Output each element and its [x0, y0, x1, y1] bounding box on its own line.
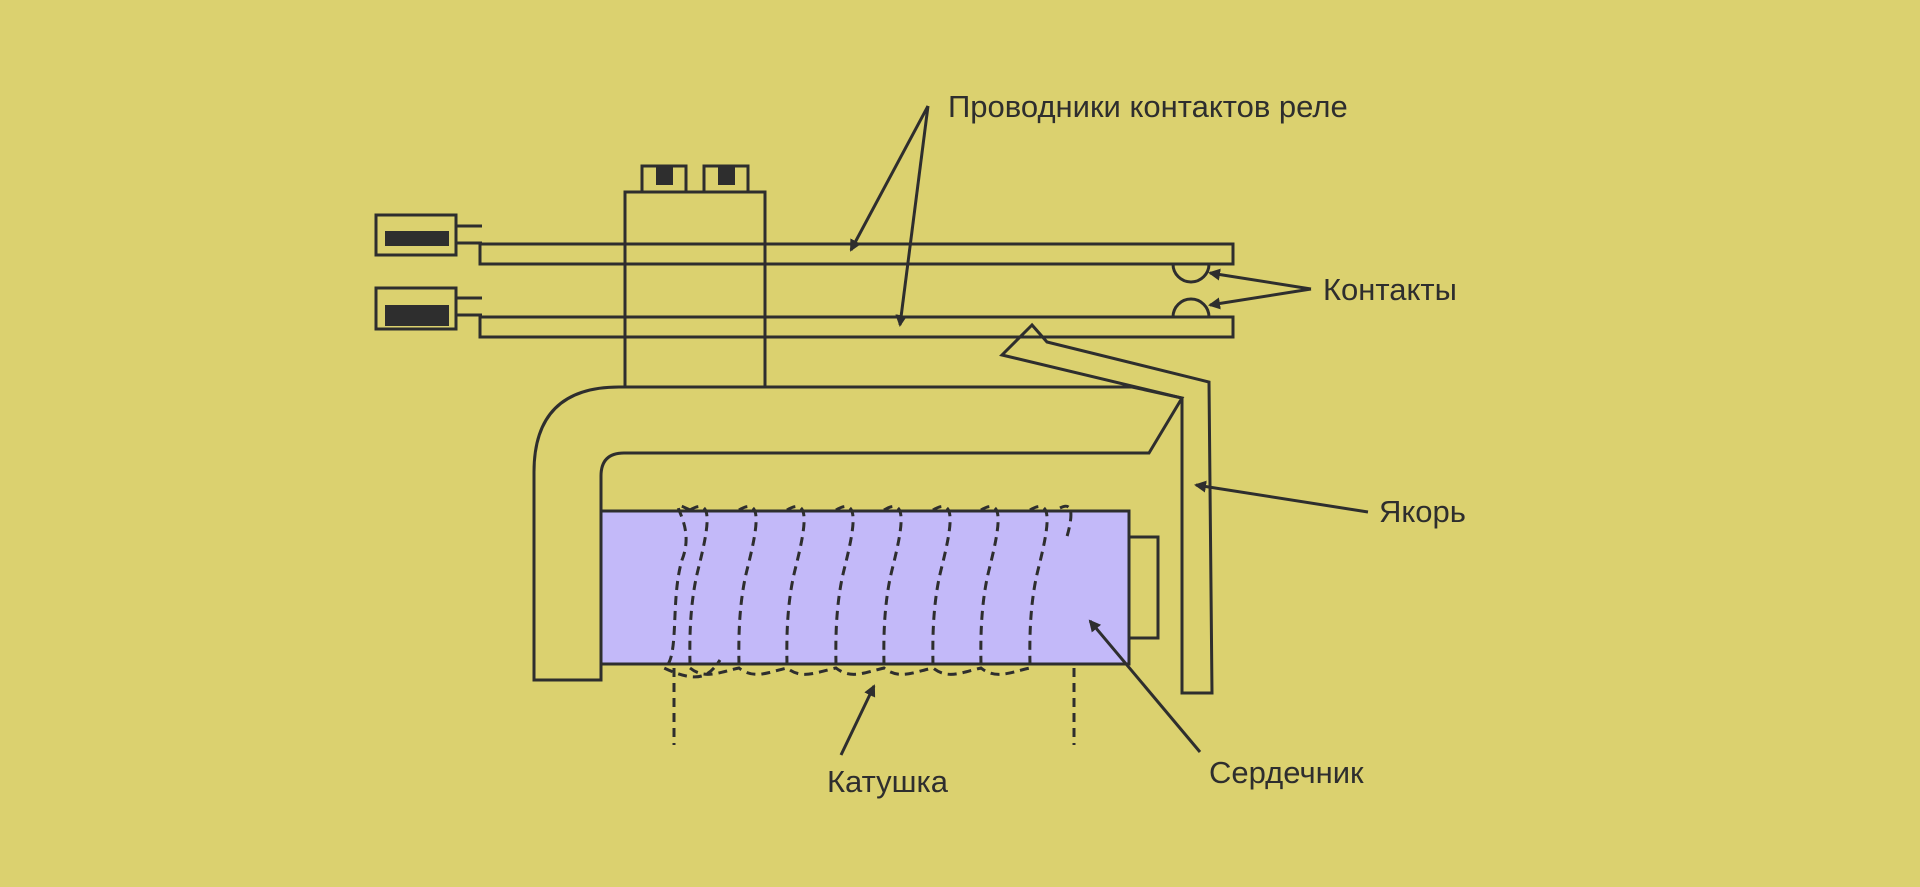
coil-winding-bottom — [689, 666, 1031, 676]
conductor-strip-lower — [478, 315, 1235, 339]
label-armature: Якорь — [1379, 494, 1466, 529]
terminal-bottom — [374, 286, 482, 331]
insulator-post — [623, 164, 767, 389]
coil-winding — [785, 505, 806, 669]
core-end-cap — [1127, 535, 1160, 640]
coil-winding — [979, 505, 1000, 669]
conductor-strip-upper — [478, 242, 1235, 266]
terminal-top — [374, 213, 482, 257]
leader-armature — [1194, 480, 1369, 514]
leader-coil — [839, 684, 876, 756]
coil-winding — [931, 505, 952, 669]
coil-winding — [737, 505, 758, 669]
core — [599, 509, 1131, 666]
yoke — [532, 385, 1185, 682]
leader-conductors — [849, 105, 930, 327]
contact-lower — [1171, 297, 1211, 318]
coil-winding — [1059, 504, 1073, 541]
armature — [999, 322, 1214, 695]
coil-winding — [660, 504, 722, 679]
coil-winding — [1028, 505, 1049, 669]
coil-winding — [882, 505, 903, 669]
label-contacts: Контакты — [1323, 272, 1457, 307]
label-core: Сердечник — [1209, 755, 1364, 790]
leader-core — [1088, 619, 1202, 753]
label-coil: Катушка — [827, 764, 949, 799]
contact-upper — [1171, 263, 1211, 284]
leader-contacts — [1208, 268, 1312, 310]
coil-winding — [834, 505, 855, 669]
label-conductors: Проводники контактов реле — [948, 89, 1348, 124]
coil-winding — [688, 505, 709, 669]
coil — [660, 504, 1076, 745]
